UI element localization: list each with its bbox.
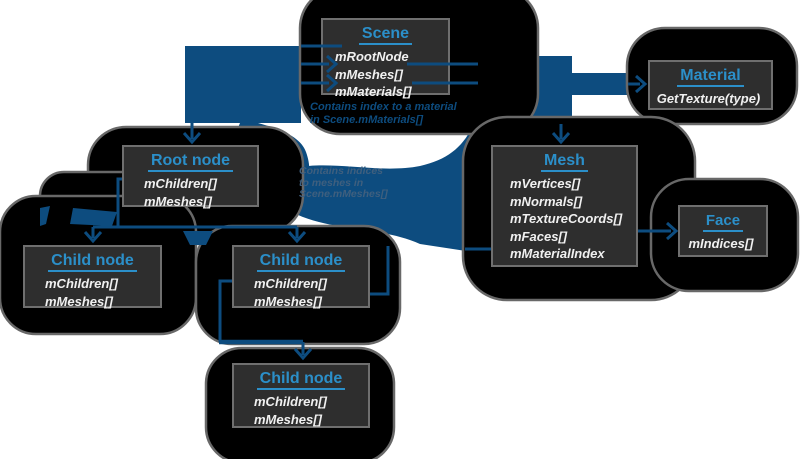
node-field: mMeshes[] <box>144 193 212 209</box>
node-field: mNormals[] <box>510 193 583 209</box>
node-title: Material <box>677 66 744 87</box>
face-node: Face mIndices[] <box>678 205 768 257</box>
node-title: Face <box>702 211 744 232</box>
child-node-left: Child node mChildren[] mMeshes[] <box>23 245 162 309</box>
node-field: GetTexture(type) <box>656 91 761 106</box>
note-mesh-indices: Contains indices to meshes in Scene.mMes… <box>299 165 419 201</box>
node-field: mMeshes[] <box>254 293 322 309</box>
node-title: Scene <box>358 24 413 45</box>
root-node: Root node mChildren[] mMeshes[] <box>122 145 259 209</box>
node-field: mChildren[] <box>254 276 327 291</box>
note-material-index: Contains index to a material in Scene.mM… <box>310 101 490 126</box>
arrow-sliver-left <box>40 206 50 226</box>
note-line: in Scene.mMaterials[] <box>310 113 424 126</box>
node-field: mMaterials[] <box>335 84 412 99</box>
node-title: Mesh <box>541 151 588 172</box>
node-field: mMeshes[] <box>335 66 403 82</box>
node-field: mVertices[] <box>510 176 581 191</box>
node-field: mChildren[] <box>254 394 327 409</box>
note-line: Contains indices <box>299 165 384 177</box>
note-line: to meshes in <box>299 176 364 189</box>
node-field: mChildren[] <box>144 176 217 191</box>
node-field: mFaces[] <box>510 228 568 244</box>
material-node: Material GetTexture(type) <box>648 60 773 110</box>
node-field: mMaterialIndex <box>510 246 605 261</box>
node-field: mIndices[] <box>688 236 754 251</box>
node-field: mTextureCoords[] <box>510 211 623 226</box>
note-line: Contains index to a material <box>310 101 457 113</box>
note-line: Scene.mMeshes[] <box>299 188 388 200</box>
node-field: mMeshes[] <box>254 411 322 427</box>
mesh-node: Mesh mVertices[] mNormals[] mTextureCoor… <box>491 145 638 267</box>
arrow-sliver-trapezoid <box>183 231 213 245</box>
node-title: Root node <box>147 151 234 172</box>
child-node-bottom: Child node mChildren[] mMeshes[] <box>232 363 370 428</box>
child-node-middle: Child node mChildren[] mMeshes[] <box>232 245 370 309</box>
node-field: mRootNode <box>335 49 409 64</box>
node-title: Child node <box>256 369 346 390</box>
node-title: Child node <box>48 251 137 272</box>
arrow-mass-scene-to-mesh-lower <box>292 105 481 251</box>
node-field: mChildren[] <box>45 276 118 291</box>
node-title: Child node <box>256 251 346 272</box>
node-field: mMeshes[] <box>45 293 113 309</box>
arrow-mass-scene-to-rootnode <box>185 46 301 123</box>
scene-node: Scene mRootNode mMeshes[] mMaterials[] <box>321 18 450 99</box>
